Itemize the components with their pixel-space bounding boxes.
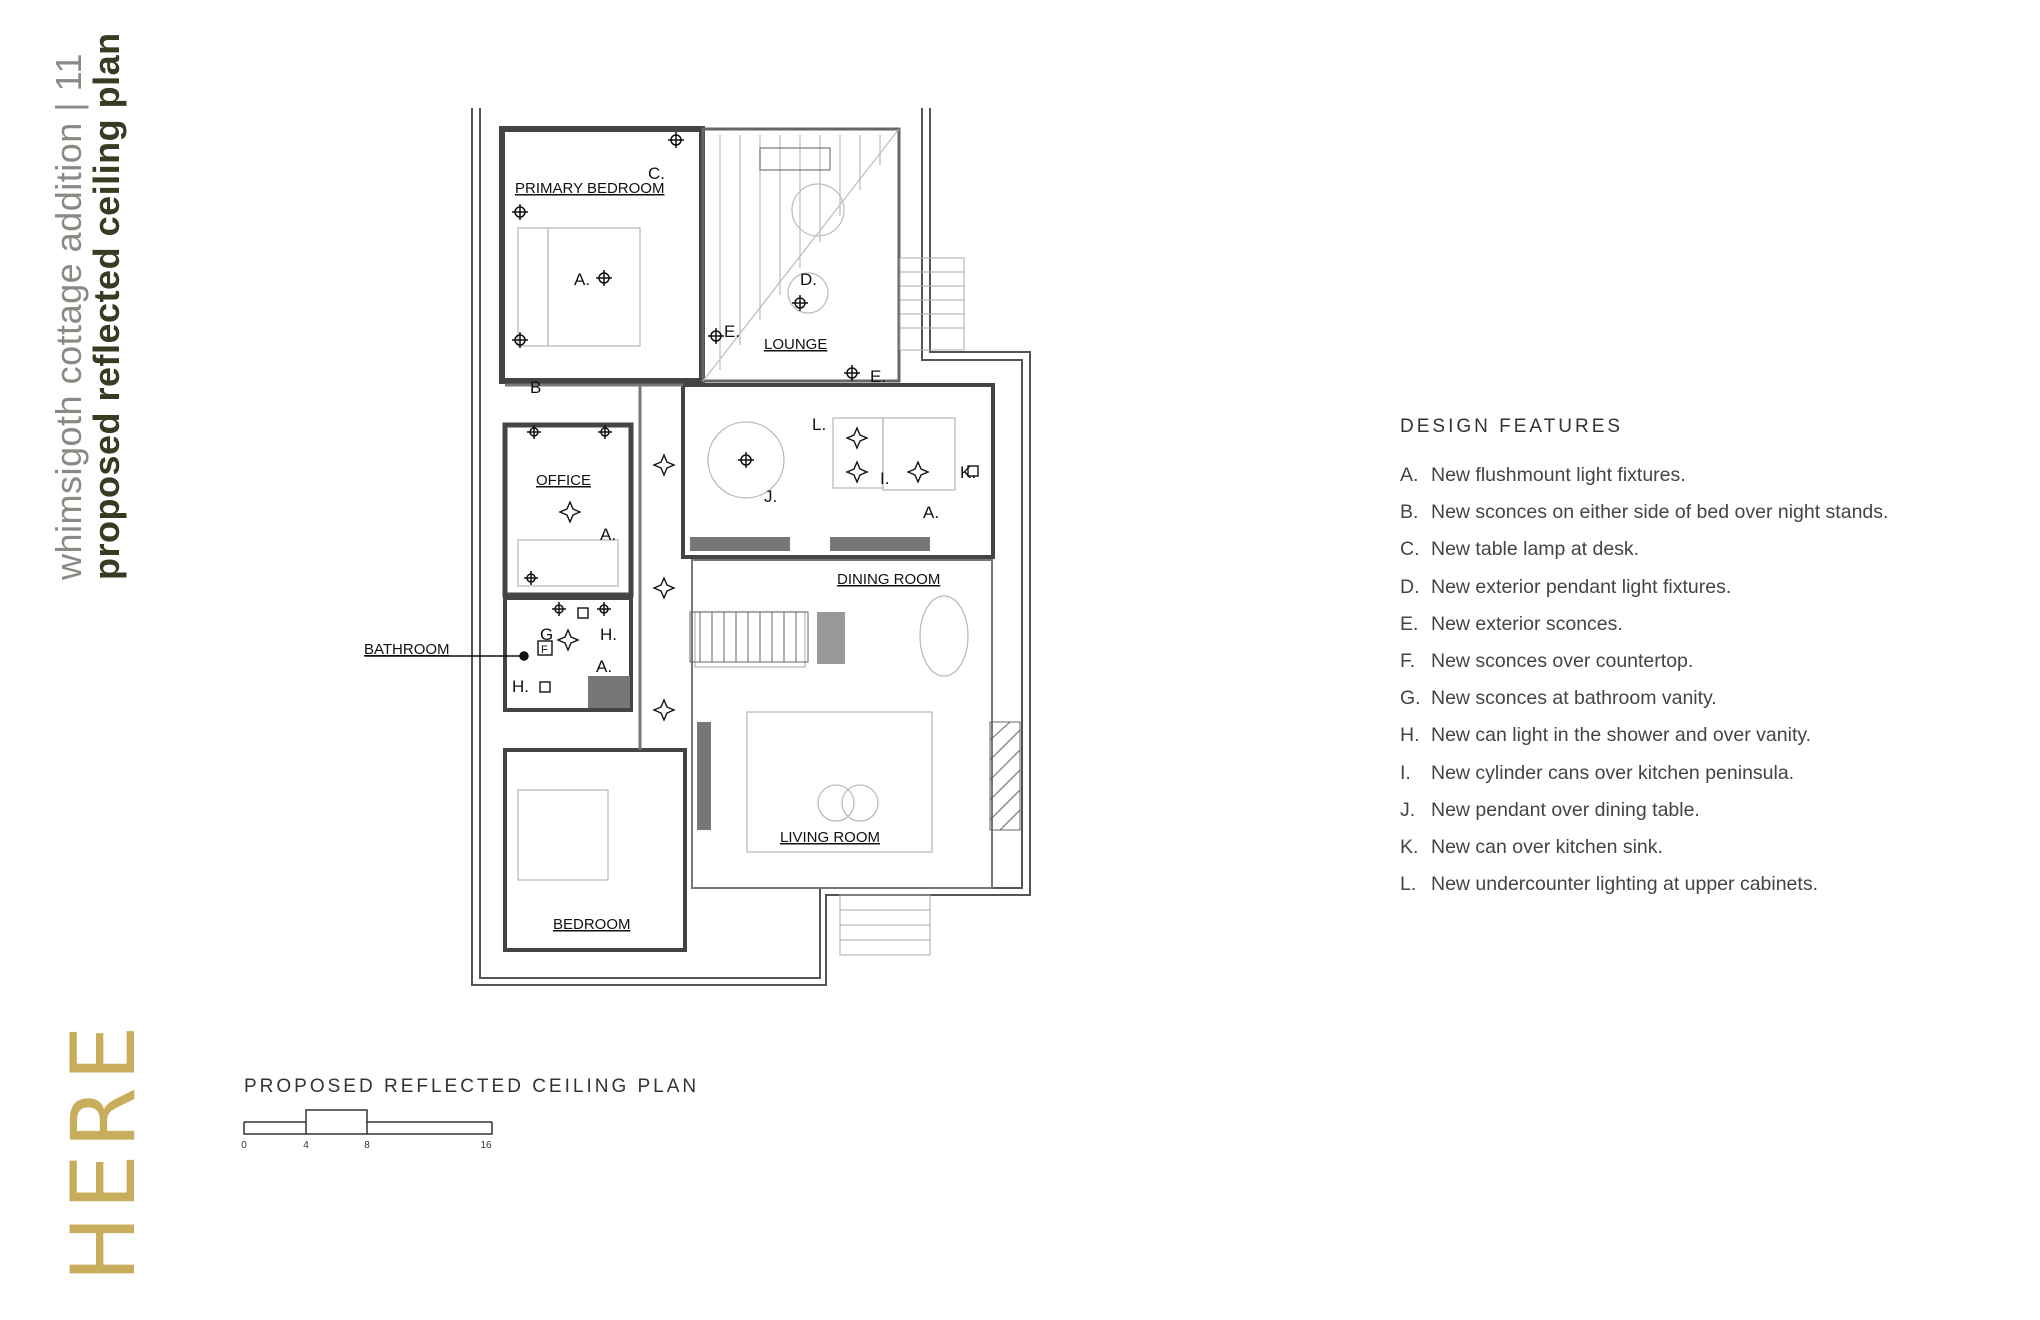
feature-text: New table lamp at desk. bbox=[1431, 538, 1640, 561]
mark-g: G bbox=[540, 625, 553, 644]
scale-label-16: 16 bbox=[480, 1140, 492, 1151]
list-item: G. New sconces at bathroom vanity. bbox=[1400, 683, 2020, 720]
scale-bar bbox=[243, 1109, 493, 1135]
list-item: E. New exterior sconces. bbox=[1400, 609, 2020, 646]
feature-letter: L. bbox=[1400, 873, 1417, 896]
feature-letter: K. bbox=[1400, 835, 1419, 858]
mark-a-bath: A. bbox=[596, 657, 612, 676]
feature-text: New exterior sconces. bbox=[1431, 612, 1623, 635]
feature-text: New sconces over countertop. bbox=[1431, 649, 1694, 672]
feature-letter: E. bbox=[1400, 612, 1419, 635]
feature-text: New cylinder cans over kitchen peninsula… bbox=[1431, 761, 1795, 784]
feature-text: New flushmount light fixtures. bbox=[1431, 464, 1686, 486]
mark-a-office: A. bbox=[600, 525, 616, 544]
scale-label-0: 0 bbox=[241, 1140, 247, 1151]
feature-letter: I. bbox=[1400, 761, 1411, 784]
feature-text: New can over kitchen sink. bbox=[1431, 835, 1663, 858]
room-label-dining-room: DINING ROOM bbox=[837, 571, 940, 588]
feature-text: New can light in the shower and over van… bbox=[1431, 724, 1812, 747]
feature-text: New sconces on either side of bed over n… bbox=[1431, 501, 1889, 524]
list-item: B. New sconces on either side of bed over… bbox=[1400, 497, 2020, 534]
list-item: C. New table lamp at desk. bbox=[1400, 534, 2020, 571]
mark-d: D. bbox=[800, 270, 817, 289]
dining-living-wall bbox=[691, 559, 993, 889]
bedroom-wall bbox=[503, 748, 687, 952]
list-item: D. New exterior pendant light fixtures. bbox=[1400, 572, 2020, 609]
room-label-bathroom: BATHROOM bbox=[364, 641, 450, 658]
kitchen-wall bbox=[681, 383, 995, 559]
mark-f: F bbox=[541, 644, 548, 656]
plan-caption: PROPOSED REFLECTED CEILING PLAN bbox=[244, 1076, 700, 1097]
feature-text: New sconces at bathroom vanity. bbox=[1431, 687, 1717, 710]
feature-letter: B. bbox=[1400, 501, 1419, 524]
feature-letter: G. bbox=[1400, 687, 1421, 710]
mark-h-vanity: H. bbox=[600, 625, 617, 644]
mark-h-shower: H. bbox=[512, 677, 529, 696]
room-label-lounge: LOUNGE bbox=[764, 336, 827, 353]
scale-label-8: 8 bbox=[364, 1140, 370, 1151]
list-item: I. New cylinder cans over kitchen peninsu… bbox=[1400, 758, 2020, 795]
mark-k: K. bbox=[960, 463, 976, 482]
mark-e-lounge: E. bbox=[724, 322, 740, 341]
bathroom-wall bbox=[503, 596, 633, 712]
feature-letter: H. bbox=[1400, 724, 1420, 747]
list-item: J. New pendant over dining table. bbox=[1400, 795, 2020, 832]
feature-letter: F. bbox=[1400, 649, 1416, 672]
mark-a-kitchen: A. bbox=[923, 503, 939, 522]
room-label-office: OFFICE bbox=[536, 472, 591, 489]
design-features-heading: DESIGN FEATURES bbox=[1400, 416, 1624, 437]
list-item: L. New undercounter lighting at upper cab… bbox=[1400, 869, 2020, 906]
room-label-living-room: LIVING ROOM bbox=[780, 829, 880, 846]
mark-l: L. bbox=[812, 415, 826, 434]
feature-text: New exterior pendant light fixtures. bbox=[1431, 575, 1732, 598]
feature-letter: J. bbox=[1400, 798, 1416, 821]
list-item: F. New sconces over countertop. bbox=[1400, 646, 2020, 683]
design-features-legend: DESIGN FEATURES A. New flushmount light f… bbox=[1400, 416, 2020, 906]
room-label-bedroom: BEDROOM bbox=[553, 916, 631, 933]
feature-letter: A. bbox=[1400, 464, 1419, 486]
office-wall bbox=[502, 422, 634, 598]
flushmount-symbol bbox=[596, 270, 612, 286]
mark-c: C. bbox=[648, 164, 665, 183]
lounge-wall bbox=[701, 127, 901, 383]
design-features-list: A. New flushmount light fixtures. B. New s… bbox=[1400, 460, 2020, 906]
room-label-primary-bedroom: PRIMARY BEDROOM bbox=[515, 180, 664, 197]
list-item: K. New can over kitchen sink. bbox=[1400, 832, 2020, 869]
feature-letter: C. bbox=[1400, 538, 1420, 561]
primary-bedroom-wall bbox=[499, 126, 705, 384]
list-item: A. New flushmount light fixtures. bbox=[1400, 460, 2020, 497]
scale-label-4: 4 bbox=[303, 1140, 309, 1151]
feature-text: New undercounter lighting at upper cabin… bbox=[1431, 873, 1818, 896]
mark-j: J. bbox=[764, 487, 777, 506]
feature-letter: D. bbox=[1400, 575, 1420, 598]
list-item: H. New can light in the shower and over v… bbox=[1400, 720, 2020, 757]
mark-i: I. bbox=[880, 469, 889, 488]
mark-a-primary-bedroom: A. bbox=[574, 270, 590, 289]
mark-e-deck: E. bbox=[870, 367, 886, 386]
feature-text: New pendant over dining table. bbox=[1431, 798, 1700, 821]
mark-b: B bbox=[530, 378, 541, 397]
